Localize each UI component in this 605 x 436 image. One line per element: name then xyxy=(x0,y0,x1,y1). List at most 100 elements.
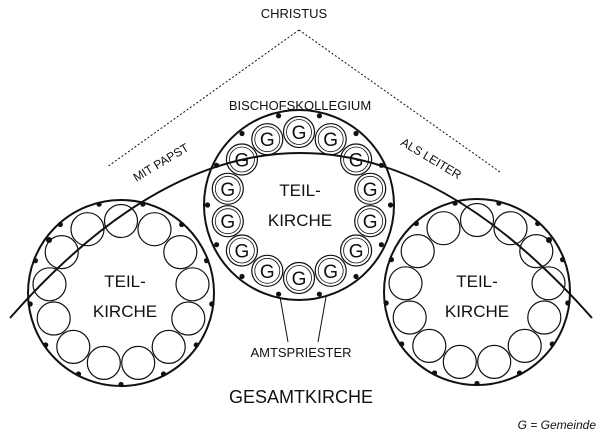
right-community-13 xyxy=(426,211,461,246)
center-community-letter-3: G xyxy=(349,151,364,172)
center-community-inner-6 xyxy=(343,237,370,264)
center-priest-dot-9 xyxy=(239,273,245,280)
left-community-ring xyxy=(27,201,215,388)
center-community-14 xyxy=(251,123,284,156)
center-community-13 xyxy=(225,143,258,176)
left-community-9 xyxy=(56,329,91,364)
left-community-6 xyxy=(151,329,186,364)
right-community-9 xyxy=(412,328,447,363)
right-community-6 xyxy=(507,328,542,363)
left-community-7 xyxy=(121,345,156,380)
center-community-10 xyxy=(225,234,258,267)
center-community-letter-12: G xyxy=(220,180,235,201)
right-community-10 xyxy=(392,300,427,335)
center-community-12 xyxy=(211,172,244,205)
right-community-1 xyxy=(459,202,495,238)
center-community-inner-12 xyxy=(214,175,241,202)
right-community-ring xyxy=(383,200,571,387)
left-priest-dot-8 xyxy=(75,371,82,377)
right-community-2 xyxy=(493,211,528,246)
center-community-letter-2: G xyxy=(323,130,338,151)
center-community-9 xyxy=(251,254,284,287)
center-community-inner-14 xyxy=(254,126,281,153)
center-community-letter-7: G xyxy=(323,262,338,283)
center-priest-dot-11 xyxy=(204,202,211,208)
center-priest-dot-10 xyxy=(214,242,220,248)
left-community-11 xyxy=(32,267,67,302)
center-community-inner-13 xyxy=(228,146,255,173)
right-community-8 xyxy=(442,344,477,379)
right-community-3 xyxy=(519,234,554,269)
center-church-label-2: KIRCHE xyxy=(268,211,332,230)
center-community-letter-8: G xyxy=(292,269,307,290)
center-priest-dot-4 xyxy=(387,202,394,208)
right-priest-dot-8 xyxy=(431,370,438,376)
left-priest-dot-10 xyxy=(27,301,33,307)
right-priest-dot-10 xyxy=(383,300,389,306)
center-community-11 xyxy=(211,205,244,238)
left-community-13 xyxy=(70,212,105,247)
left-community-2 xyxy=(137,212,172,247)
center-community-inner-10 xyxy=(228,237,255,264)
right-priest-dot-6 xyxy=(516,370,523,376)
center-priest-dot-12 xyxy=(214,162,220,168)
right-community-11 xyxy=(388,266,423,301)
whole-church-label: GESAMTKIRCHE xyxy=(229,387,373,407)
center-priest-dot-5 xyxy=(378,242,384,248)
legend-label: G = Gemeinde xyxy=(518,418,597,432)
college-arc xyxy=(9,152,593,319)
center-priest-dot-3 xyxy=(378,162,384,168)
center-community-3 xyxy=(340,143,373,176)
center-community-letter-13: G xyxy=(235,151,250,172)
left-priest-dot-2 xyxy=(179,221,185,228)
left-church-label-1: TEIL- xyxy=(104,272,146,291)
right-church-label-1: TEIL- xyxy=(456,272,498,291)
left-community-10 xyxy=(36,301,71,336)
center-community-letter-14: G xyxy=(260,130,275,151)
center-community-inner-1 xyxy=(286,119,312,145)
left-priest-dot-13 xyxy=(96,201,102,207)
left-church-circle xyxy=(27,199,215,387)
right-priest-dot-2 xyxy=(535,220,541,227)
right-priest-dot-4 xyxy=(565,300,571,306)
right-church-label-2: KIRCHE xyxy=(445,302,509,321)
center-community-letter-1: G xyxy=(292,123,307,144)
center-community-inner-9 xyxy=(254,257,281,284)
right-priest-dot-5 xyxy=(549,341,555,347)
left-community-5 xyxy=(171,301,206,336)
center-priest-dot-6 xyxy=(353,273,359,280)
center-priest-dot-7 xyxy=(316,291,322,297)
bishop-dot-left xyxy=(46,237,52,243)
right-priest-dot-3 xyxy=(560,257,566,263)
left-priest-dot-6 xyxy=(160,371,167,377)
left-priest-dot-11 xyxy=(32,258,39,264)
center-priest-dot-8 xyxy=(276,291,282,297)
center-community-inner-2 xyxy=(317,126,344,153)
priests-label: AMTSPRIESTER xyxy=(250,345,351,360)
right-community-7 xyxy=(477,344,512,379)
center-community-1 xyxy=(282,115,316,149)
left-community-4 xyxy=(175,267,210,302)
center-priest-dot-14 xyxy=(276,113,282,119)
center-community-inner-7 xyxy=(317,257,344,284)
mit-papst-label: MIT PAPST xyxy=(131,140,192,184)
center-community-letter-9: G xyxy=(260,262,275,283)
center-community-inner-8 xyxy=(286,265,312,291)
center-church-circle xyxy=(203,109,395,301)
left-community-8 xyxy=(86,345,121,380)
dashed-line-left xyxy=(106,29,300,168)
center-community-inner-3 xyxy=(343,146,370,173)
center-community-6 xyxy=(340,234,373,267)
center-community-4 xyxy=(354,172,387,205)
left-priest-dot-9 xyxy=(43,342,49,348)
center-community-inner-4 xyxy=(357,175,384,202)
center-priest-dot-1 xyxy=(316,113,322,119)
center-community-letter-10: G xyxy=(235,242,250,263)
center-church-label-1: TEIL- xyxy=(279,181,321,200)
left-community-1 xyxy=(103,203,139,239)
right-priest-dot-11 xyxy=(388,257,394,263)
left-priest-dot-12 xyxy=(57,221,63,228)
center-community-inner-5 xyxy=(357,208,384,235)
